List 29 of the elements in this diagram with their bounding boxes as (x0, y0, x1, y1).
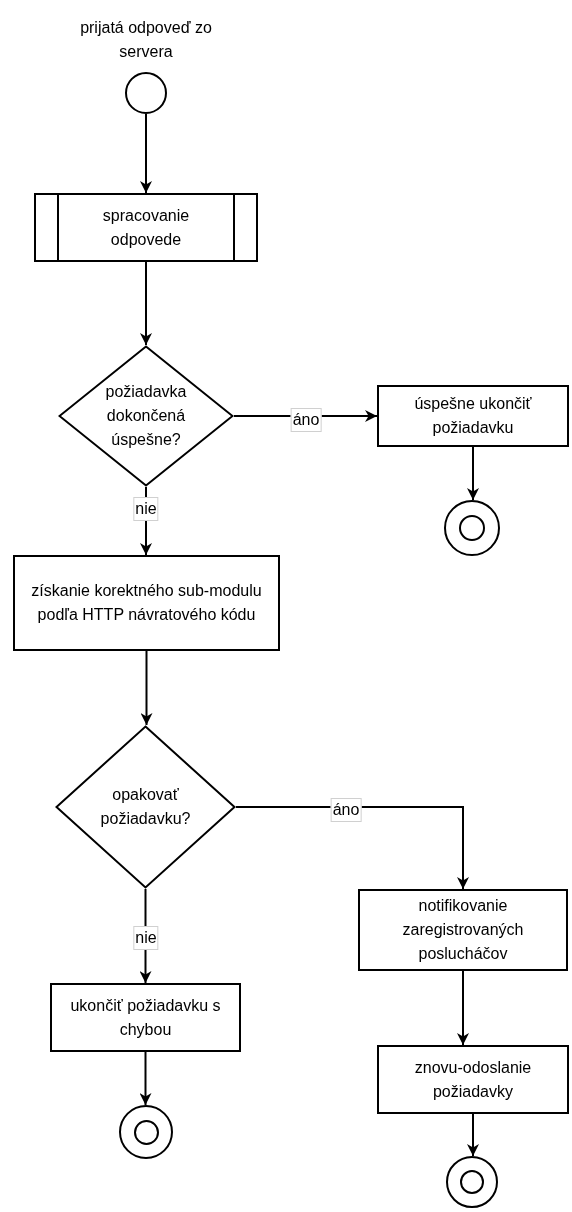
process-box (13, 555, 280, 651)
arrow (140, 113, 152, 194)
arrow (467, 1113, 479, 1157)
node-text: notifikovanie zaregistrovaných poslucháčov (401, 896, 525, 964)
node-text: požiadavka dokončená úspešne? (104, 382, 188, 450)
edge-label: nie (133, 926, 159, 950)
arrow (139, 1051, 152, 1106)
node-text: ukončiť požiadavku s chybou (69, 995, 222, 1040)
decision-diamond (55, 725, 236, 889)
edge-label: áno (290, 408, 322, 432)
edge-label: áno (330, 798, 362, 822)
arrow (467, 446, 479, 501)
node-text: získanie korektného sub-modulu podľa HTTP návratového kódu (30, 581, 263, 625)
arrow (140, 261, 152, 346)
process-box (50, 983, 241, 1052)
node-text: znovu-odoslanie požiadavky (413, 1057, 533, 1102)
start-label: prijatá odpoveď zo servera (79, 18, 213, 62)
node-text: spracovanie odpovede (101, 205, 191, 250)
arrow (457, 970, 469, 1046)
process-box (377, 385, 569, 447)
node-text: úspešne ukončiť požiadavku (413, 394, 533, 438)
edge-label: nie (133, 497, 159, 521)
node-text: opakovať požiadavku? (99, 785, 192, 829)
arrow (140, 650, 153, 726)
process-box (358, 889, 568, 971)
arrow (235, 806, 469, 890)
subprocess-box (34, 193, 258, 262)
decision-diamond (58, 345, 234, 487)
process-box (377, 1045, 569, 1114)
